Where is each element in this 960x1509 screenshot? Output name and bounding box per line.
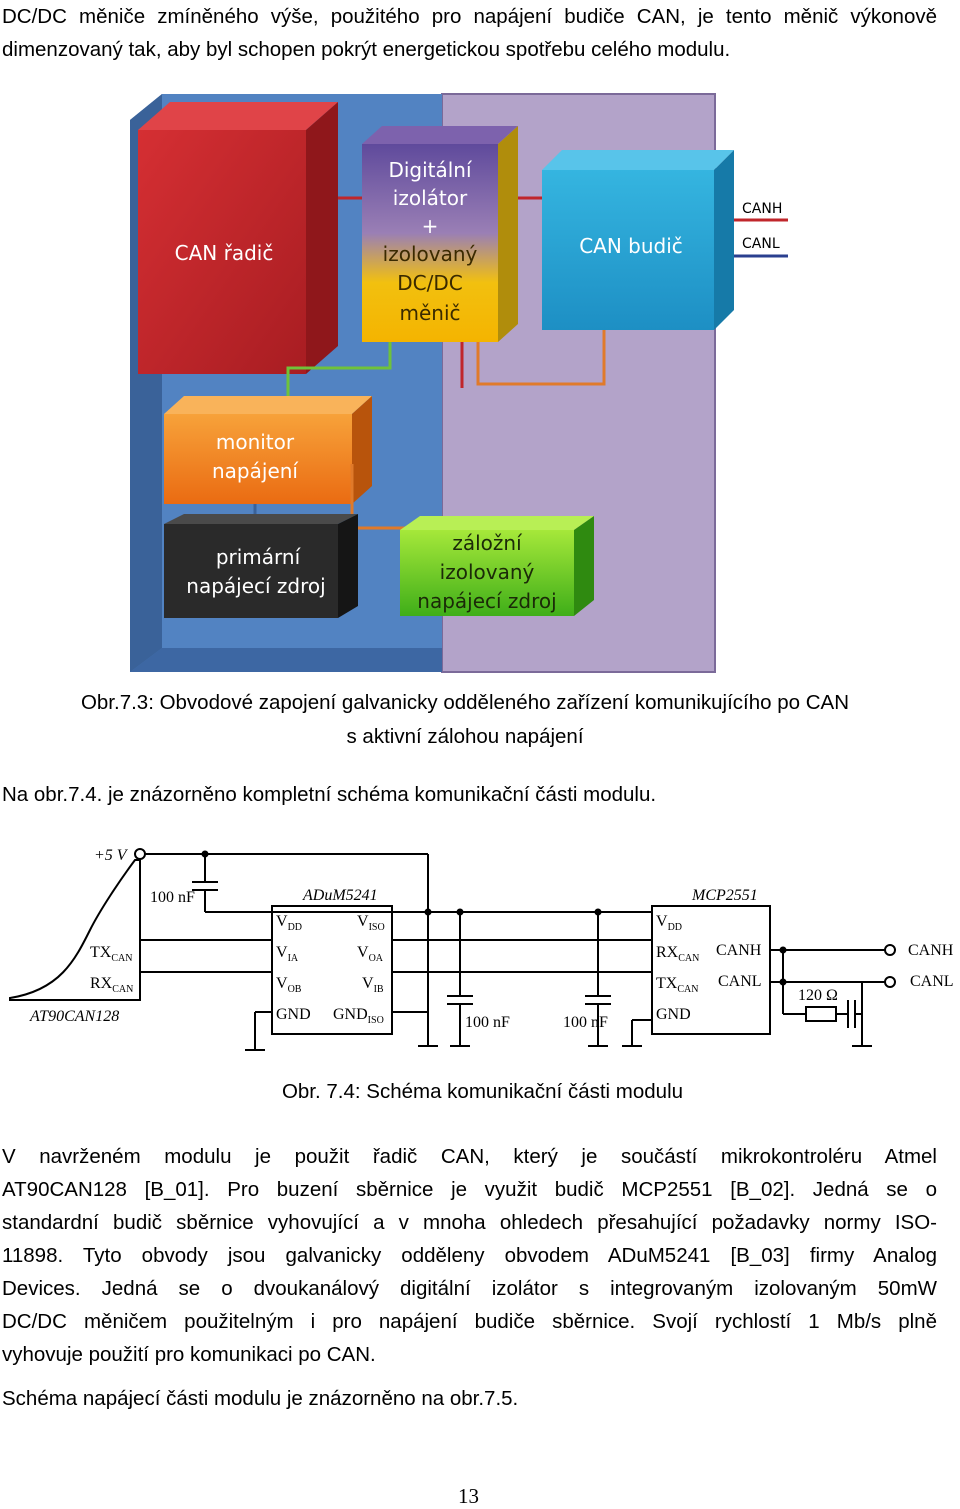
block-diagram-figure: CAN řadič Digitální izolátor + izolovaný…: [130, 93, 788, 673]
page-number: 13: [458, 1484, 479, 1508]
can-transceiver-block: [542, 170, 714, 330]
power-monitor-block: [164, 414, 352, 504]
power-monitor-label-1: monitor: [216, 430, 295, 454]
mcu-rx-pin: RXCAN: [90, 975, 133, 995]
iso-vob-pin: VOB: [276, 975, 302, 995]
resistor-label: 120 Ω: [798, 987, 838, 1004]
transceiver-name: MCP2551: [691, 887, 758, 904]
iso-vib-pin: VIB: [362, 975, 384, 995]
primary-supply-label-2: napájecí zdroj: [186, 574, 325, 598]
iso-via-pin: VIA: [276, 944, 299, 964]
can-controller-label: CAN řadič: [175, 241, 274, 265]
isolator-name: ADuM5241: [302, 887, 378, 904]
paragraph-3-line-6: DC/DC měničem použitelným i pro napájení…: [2, 1310, 937, 1333]
power-monitor-label-2: napájení: [212, 459, 299, 483]
can-controller-block: [138, 130, 306, 374]
paragraph-3-line-5: Devices. Jedná se o dvoukanálový digitál…: [2, 1277, 937, 1300]
cap1-label: 100 nF: [150, 889, 195, 906]
tr-tx-pin: TXCAN: [656, 975, 698, 995]
backup-supply-label-2: izolovaný: [440, 560, 535, 584]
figure2-caption: Obr. 7.4: Schéma komunikační části modul…: [281, 1080, 684, 1103]
paragraph-3-line-3: standardní budič sběrnice vyhovující a v…: [2, 1211, 937, 1234]
iso-vdd-pin: VDD: [276, 913, 302, 933]
isolator-label-1: Digitální: [388, 158, 473, 182]
isolator-label-6: měnič: [399, 301, 460, 325]
canh-signal-label: CANH: [742, 201, 782, 217]
out-canl-label: CANL: [910, 973, 954, 990]
iso-viso-pin: VISO: [357, 913, 385, 933]
tr-canh-pin: CANH: [716, 942, 762, 959]
tr-vdd-pin: VDD: [656, 913, 682, 933]
backup-supply-label-3: napájecí zdroj: [417, 589, 556, 613]
supply-label: +5 V: [94, 847, 129, 864]
backup-supply-label-1: záložní: [452, 531, 523, 555]
isolator-label-5: DC/DC: [397, 271, 462, 295]
mcu-name: AT90CAN128: [29, 1008, 119, 1025]
mcu-tx-pin: TXCAN: [90, 944, 132, 964]
isolator-block: [362, 144, 498, 342]
iso-gnd-pin: GND: [276, 1006, 311, 1023]
primary-supply-label-1: primární: [216, 545, 302, 569]
primary-supply-block: [164, 524, 338, 618]
intro-paragraph: DC/DC měniče zmíněného výše, použitého p…: [2, 5, 937, 61]
figure1-caption-line1: Obr.7.3: Obvodové zapojení galvanicky od…: [80, 691, 850, 714]
isolator-label-2: izolátor: [393, 186, 468, 210]
figure1-caption-line2: s aktivní zálohou napájení: [346, 725, 584, 748]
tr-gnd-pin: GND: [656, 1006, 691, 1023]
paragraph-4: Schéma napájecí části modulu je znázorně…: [2, 1387, 519, 1410]
tr-canl-pin: CANL: [718, 973, 762, 990]
paragraph-2: Na obr.7.4. je znázorněno kompletní sché…: [2, 783, 657, 806]
paragraph-3-line-2: AT90CAN128 [B_01]. Pro buzení sběrnice j…: [2, 1178, 937, 1201]
backup-supply-block: [400, 530, 574, 616]
iso-voa-pin: VOA: [357, 944, 384, 964]
out-canh-label: CANH: [908, 942, 954, 959]
schematic-figure: +5 V 100 nF ADuM5241 MCP2551 TXCAN RXCAN…: [9, 847, 954, 1051]
can-transceiver-label: CAN budič: [579, 234, 683, 258]
tr-rx-pin: RXCAN: [656, 944, 699, 964]
isolator-label-3: +: [422, 214, 439, 238]
iso-gndiso-pin: GNDISO: [333, 1006, 384, 1026]
paragraph-3-line-7: vyhovuje použití pro komunikaci po CAN.: [2, 1343, 376, 1366]
cap2-label: 100 nF: [465, 1014, 510, 1031]
canl-signal-label: CANL: [742, 236, 780, 252]
paragraph-3-line-1: V navrženém modulu je použit řadič CAN, …: [2, 1145, 937, 1168]
isolator-label-4: izolovaný: [383, 242, 478, 266]
paragraph-3-line-4: 11898. Tyto obvody jsou galvanicky odděl…: [2, 1244, 937, 1267]
cap3-label: 100 nF: [563, 1014, 608, 1031]
